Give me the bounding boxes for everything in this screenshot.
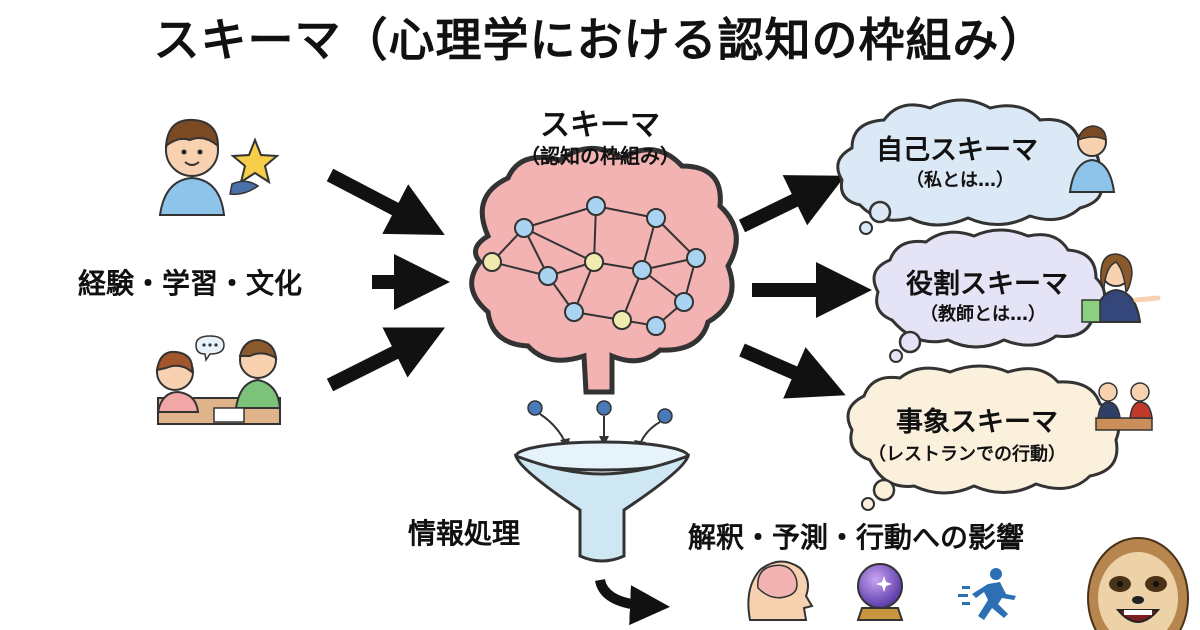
role-schema-title: 役割スキーマ: [906, 269, 1068, 300]
role-schema-subtitle: （教師とは…）: [920, 304, 1046, 325]
crystal-ball-icon: [856, 563, 904, 621]
output-arrows: [738, 175, 872, 399]
event-schema-cloud: [846, 364, 1153, 511]
schema-sublabel: （認知の枠組み）: [520, 144, 680, 168]
input-arrow-bottom: [326, 327, 446, 392]
schema-label: スキーマ: [540, 108, 660, 143]
effects-label: 解釈・予測・行動への影響: [688, 521, 1025, 554]
information-processing-label: 情報処理: [408, 517, 521, 550]
event-schema-title: 事象スキーマ: [896, 407, 1058, 438]
brain-network-illustration: [469, 146, 739, 395]
people-talking-illustration: [155, 335, 282, 425]
event-schema-subtitle: （レストランでの行動）: [868, 444, 1066, 465]
self-schema-cloud: [836, 98, 1116, 235]
head-brain-icon: [747, 560, 814, 621]
funnel-illustration: [513, 400, 691, 626]
output-arrow-top: [738, 175, 846, 233]
self-schema-title: 自己スキーマ: [876, 135, 1038, 166]
boy-with-star-illustration: [158, 118, 280, 216]
self-schema-subtitle: （私とは…）: [906, 170, 1014, 191]
neural-nodes: [482, 196, 706, 336]
input-arrow-top: [326, 168, 445, 235]
inputs-label: 経験・学習・文化: [78, 267, 303, 300]
input-arrows: [326, 168, 450, 392]
sloth-mascot-illustration: [1087, 537, 1189, 630]
running-person-icon: [958, 568, 1016, 620]
output-arrow-bottom: [739, 343, 846, 399]
page-title: スキーマ（心理学における認知の枠組み）: [153, 13, 1047, 67]
role-schema-cloud: [872, 228, 1161, 363]
